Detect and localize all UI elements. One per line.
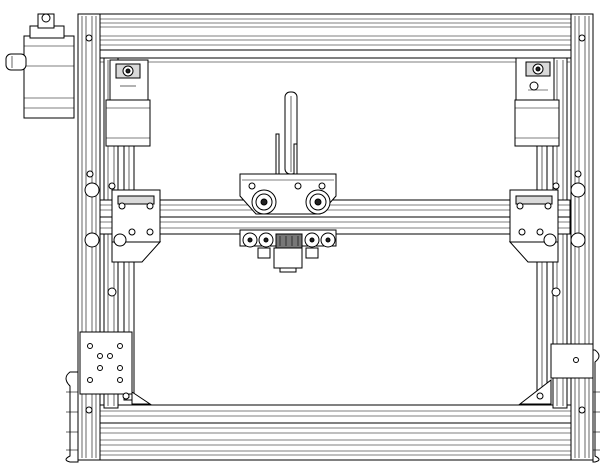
- right-gantry-plate: [508, 182, 586, 263]
- z-stepper-motor-right: [514, 57, 560, 147]
- x-axis-gantry: [99, 199, 571, 235]
- left-gantry-plate: [84, 182, 162, 263]
- frame-screws: [86, 170, 582, 297]
- right-corner-bracket: [518, 343, 600, 463]
- top-extrusion: [77, 13, 594, 63]
- extruder-carriage: [239, 173, 337, 273]
- z-stepper-motor-left: [105, 59, 151, 147]
- bottom-extrusion: [77, 404, 594, 461]
- x-stepper-motor: [5, 13, 75, 119]
- z-lead-screw: [275, 91, 298, 175]
- left-corner-bracket: [65, 331, 152, 463]
